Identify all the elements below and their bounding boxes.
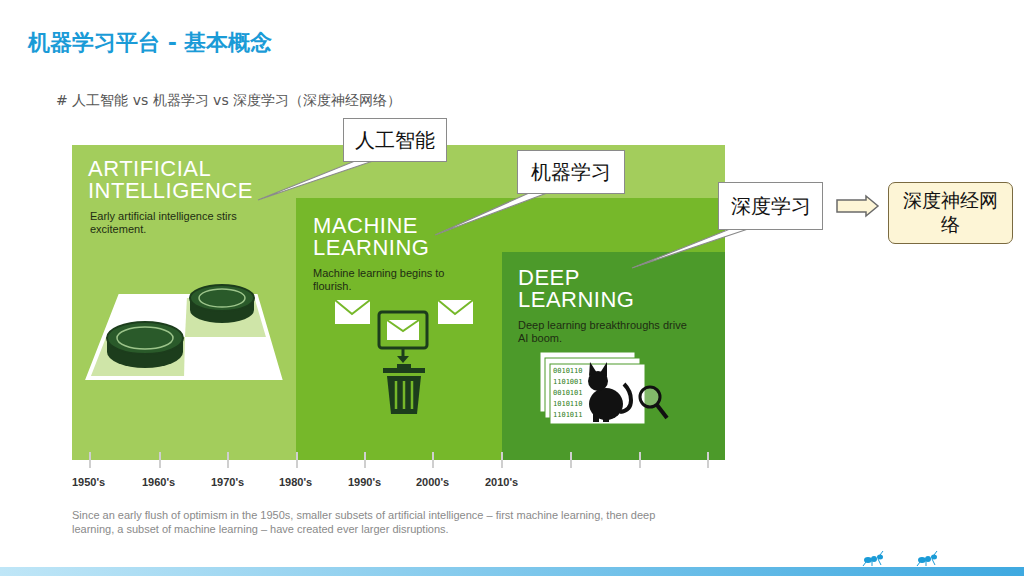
magnifier-part — [640, 387, 660, 407]
envelope-icon-part — [438, 300, 473, 324]
checker-piece — [107, 285, 254, 368]
timeline-ticks-part — [159, 452, 161, 468]
checker-piece-part — [107, 322, 183, 354]
envelope-icon-part — [438, 300, 473, 314]
cat-silhouette-part — [600, 362, 607, 377]
callout-tail — [258, 161, 373, 200]
envelope-icon-part — [387, 320, 419, 331]
binary-digits: 1101001 — [553, 378, 583, 386]
result-box: 深度神经网络 — [888, 182, 1013, 244]
checker-piece-part — [117, 327, 173, 349]
timeline-year: 2000's — [416, 476, 449, 488]
timeline-year: 1970's — [211, 476, 244, 488]
magnifier — [640, 387, 667, 418]
timeline-ticks-part — [364, 452, 366, 468]
ml-band: MACHINE LEARNING Machine learning begins … — [296, 198, 725, 460]
callout-tail — [632, 229, 748, 268]
checker-piece-part — [190, 285, 254, 311]
cat-silhouette-part — [603, 412, 609, 422]
trash-can-part — [397, 364, 411, 368]
ant-logo-part — [878, 559, 881, 565]
callout-text: 深度学习 — [731, 194, 811, 219]
binary-digits: 1101011 — [553, 411, 583, 419]
trash-can-part — [411, 381, 414, 409]
data-sheets-part — [550, 364, 645, 424]
timeline-ticks — [90, 452, 708, 468]
slide-title: 机器学习平台 - 基本概念 — [28, 28, 272, 58]
binary-digits: 0010101 — [553, 389, 583, 397]
trash-can-part — [387, 376, 421, 414]
envelope-icon-part — [335, 300, 370, 324]
timeline-year: 1980's — [279, 476, 312, 488]
ant-logo-part — [917, 562, 920, 566]
timeline-ticks-part — [432, 452, 434, 468]
checkerboard — [88, 296, 280, 378]
envelope-icon-part — [335, 300, 370, 314]
timeline-year: 2010's — [485, 476, 518, 488]
timeline-ticks-part — [707, 452, 709, 468]
magnifier-part — [657, 405, 667, 418]
ant-logo-part — [863, 562, 866, 566]
cat-silhouette-part — [593, 410, 599, 422]
callout-box: 深度学习 — [718, 182, 823, 230]
subtitle: # 人工智能 vs 机器学习 vs 深度学习（深度神经网络） — [56, 92, 401, 110]
band-heading: MACHINE LEARNING — [313, 215, 433, 259]
callout-text: 深度神经网络 — [897, 189, 1004, 237]
callout-box: 人工智能 — [343, 118, 447, 162]
timeline-year: 1950's — [72, 476, 105, 488]
ant-logo-part — [872, 561, 873, 566]
timeline-year: 1990's — [348, 476, 381, 488]
band-description: Early artificial intelligence stirs exci… — [90, 210, 265, 236]
band-heading: DEEP LEARNING — [518, 267, 638, 311]
data-sheets — [540, 352, 645, 424]
cat-silhouette — [588, 362, 631, 422]
callout-box: 机器学习 — [517, 150, 625, 194]
cat-silhouette-part — [620, 384, 631, 412]
timeline-ticks-part — [89, 452, 91, 468]
envelope-icon-part — [397, 356, 409, 363]
callout-tail — [435, 193, 547, 235]
band-description: Deep learning breakthroughs drive AI boo… — [518, 319, 688, 345]
footer-bar — [0, 567, 1024, 576]
ant-logo-part — [934, 551, 937, 555]
timeline-ticks-part — [296, 452, 298, 468]
binary-digits: 1010110 — [553, 400, 583, 408]
block-arrow — [837, 196, 878, 216]
timeline-ticks-part — [501, 452, 503, 468]
trash-can — [383, 364, 425, 414]
ant-logo-part — [932, 559, 935, 565]
envelope-icon — [335, 300, 473, 363]
ant-logo-part — [926, 561, 927, 566]
checker-piece-part — [199, 289, 245, 307]
ant-logo-part — [880, 551, 883, 555]
timeline-ticks-part — [227, 452, 229, 468]
checkerboard-part — [88, 296, 280, 378]
checkerboard-part — [88, 296, 280, 378]
timeline-ticks-part — [570, 452, 572, 468]
ant-logo-part — [918, 557, 926, 563]
ant-logo-part — [931, 555, 937, 560]
ant-logo-part — [864, 557, 872, 563]
cat-silhouette-part — [589, 362, 597, 376]
binary-digits: 0010110 — [553, 367, 583, 375]
timeline-year: 1960's — [142, 476, 175, 488]
trash-can-part — [403, 381, 406, 409]
callout-text: 机器学习 — [531, 160, 611, 185]
band-description: Machine learning begins to flourish. — [313, 267, 463, 293]
ant-logo — [863, 551, 937, 566]
envelope-icon-part — [379, 312, 427, 348]
trash-can-part — [395, 381, 398, 409]
callout-text: 人工智能 — [355, 128, 435, 153]
ant-logo-part — [877, 555, 883, 560]
trash-can-part — [383, 368, 425, 373]
caption: Since an early flush of optimism in the … — [72, 508, 692, 536]
band-heading: ARTIFICIAL INTELLIGENCE — [88, 158, 263, 202]
envelope-icon-part — [387, 320, 419, 340]
timeline-ticks-part — [639, 452, 641, 468]
